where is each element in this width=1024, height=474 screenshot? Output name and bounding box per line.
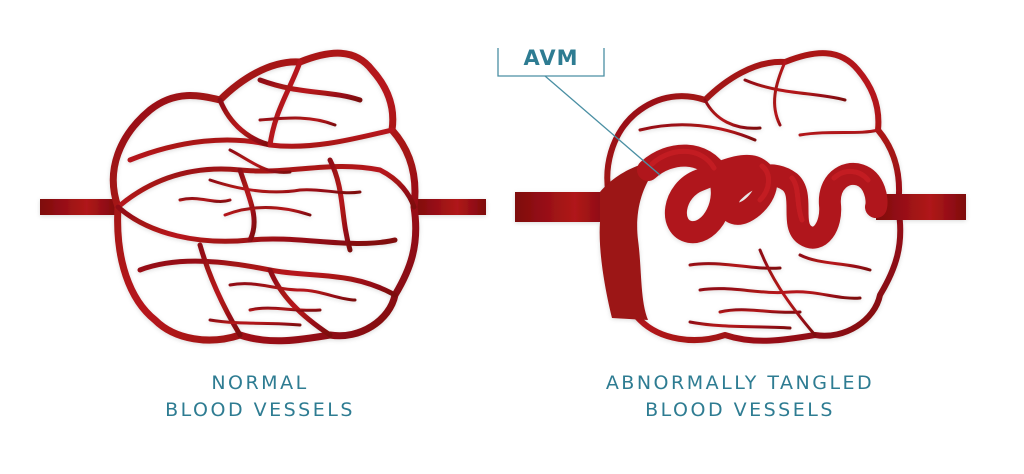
avm-small-capillary (743, 78, 847, 102)
avm-small-capillary (703, 98, 762, 130)
normal-outflow-vein (414, 199, 486, 215)
avm-small-capillary (798, 253, 872, 272)
avm-small-capillary (688, 320, 792, 330)
normal-capillary (257, 77, 363, 103)
avm-small-capillary (688, 262, 782, 270)
avm-inflow-artery (515, 192, 615, 222)
normal-capillary (237, 167, 257, 243)
normal-caption-line-1: NORMAL (211, 372, 309, 394)
normal-capillary (327, 157, 353, 253)
normal-capillary (127, 127, 395, 163)
avm-small-capillary (638, 123, 757, 142)
avm-tangle (515, 144, 966, 320)
normal-small-capillary (228, 148, 292, 174)
normal-capillary (115, 204, 398, 246)
normal-capillary (267, 267, 333, 338)
normal-outer-vessel (109, 49, 420, 345)
avm-coil (637, 144, 888, 249)
normal-small-capillary (228, 282, 357, 302)
avm-small-capillary (798, 128, 880, 137)
normal-small-capillary (208, 178, 362, 195)
normal-capillary (267, 59, 303, 148)
normal-capillary (137, 258, 398, 298)
normal-small-capillary (258, 116, 337, 127)
normal-vessels-illustration (40, 49, 486, 345)
normal-capillary (217, 97, 273, 148)
avm-small-capillary (718, 308, 802, 314)
avm-outer-vessel (604, 50, 904, 344)
avm-small-capillary (773, 60, 787, 127)
normal-caption-line-2: BLOOD VESSELS (165, 399, 355, 421)
normal-caption: NORMAL BLOOD VESSELS (130, 370, 390, 424)
avm-coil-highlight (649, 148, 871, 223)
abnormal-caption-line-1: ABNORMALLY TANGLED (605, 372, 875, 394)
normal-capillary (197, 242, 243, 338)
avm-callout (497, 48, 661, 176)
normal-small-capillary (223, 206, 312, 217)
avm-label: AVM (523, 46, 579, 70)
avm-callout-bracket (497, 48, 605, 77)
abnormal-caption: ABNORMALLY TANGLED BLOOD VESSELS (560, 370, 920, 424)
normal-capillary (115, 163, 417, 210)
normal-small-capillary (178, 197, 232, 203)
normal-inflow-artery (40, 199, 118, 215)
normal-small-capillary (248, 306, 322, 312)
abnormal-caption-line-2: BLOOD VESSELS (645, 399, 835, 421)
avm-callout-leader-line (544, 75, 661, 176)
avm-vessels-illustration (604, 50, 904, 344)
avm-outflow-vein (876, 194, 966, 220)
avm-small-capillary (758, 248, 817, 337)
avm-feeding-artery (599, 165, 655, 320)
normal-small-capillary (208, 318, 302, 327)
avm-small-capillary (698, 287, 862, 300)
